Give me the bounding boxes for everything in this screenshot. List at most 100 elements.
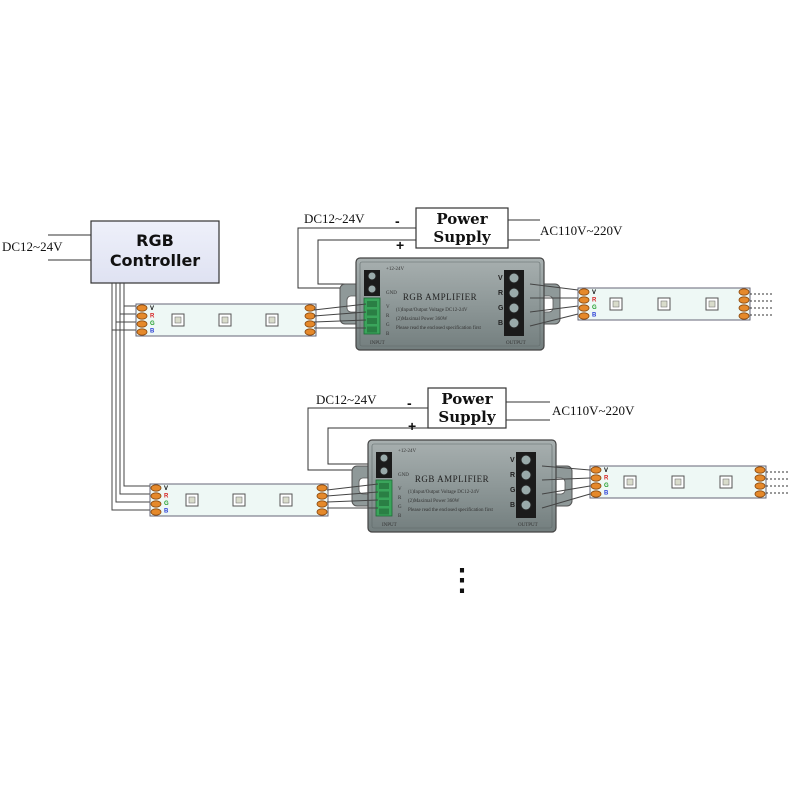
amp-2-input-signal-slot-2: [379, 500, 389, 506]
amp-1-label-output: OUTPUT: [506, 341, 526, 346]
continuation-dots: ⋮: [447, 564, 477, 597]
amp-2-output-screw-0: [520, 454, 532, 466]
psu1-plus: +: [396, 237, 404, 253]
connector-pad-strip-2-l-0: [578, 288, 590, 296]
connector-pad-strip-2-r-0: [738, 288, 750, 296]
amp-1-input-power-screw-1: [367, 284, 377, 294]
amp-2-input-signal-slot-1: [379, 491, 389, 498]
connector-pad-strip-2-r-3: [738, 312, 750, 320]
controller-title-line2: Controller: [110, 251, 200, 270]
controller-output-bus: [111, 283, 150, 511]
amp-2-label-voltage: +12-24V: [398, 449, 416, 454]
psu2-plus: +: [408, 418, 416, 434]
connector-pad-strip-4-r-2: [754, 482, 766, 490]
amp-1-bezel: [359, 261, 541, 347]
amp-2-in-channel-G: G: [398, 505, 402, 510]
amp-1-out-channel-V: V: [498, 275, 503, 282]
amp-2-bezel: [371, 443, 553, 529]
amp-2-spec2: (2)Maximal Power 360W: [408, 499, 460, 504]
strip-1-channel-B: B: [150, 329, 155, 335]
amp-1-input-signal-slot-0: [367, 301, 377, 307]
amp-1-input-power-screw-0: [367, 271, 377, 281]
power-supply-1: Power Supply: [415, 207, 509, 249]
amp-1-label-input: INPUT: [370, 341, 385, 346]
psu2-minus: -: [407, 395, 412, 411]
amp-1-in-channel-R: R: [386, 314, 390, 319]
connector-pad-strip-2-l-1: [578, 296, 590, 304]
amp-2-spec1: (1)Input/Output Voltage DC12-24V: [408, 490, 480, 495]
amp-1-in-channel-B: B: [386, 332, 390, 337]
amp-1-out-channel-R: R: [498, 290, 503, 297]
strip-2-channel-G: G: [592, 305, 597, 311]
connector-pad-strip-2-r-2: [738, 304, 750, 312]
connector-pad-strip-3-l-1: [150, 492, 162, 500]
connector-pad-strip-3-l-0: [150, 484, 162, 492]
connector-pad-strip-4-l-2: [590, 482, 602, 490]
amp-2-in-channel-R: R: [398, 496, 402, 501]
amp-1-output-screw-0: [508, 272, 520, 284]
strip-3-led-core-2: [282, 496, 290, 504]
strip-1-led-core-0: [174, 316, 182, 324]
psu1-line2: Supply: [433, 228, 491, 246]
amp-1-title: RGB AMPLIFIER: [403, 292, 477, 302]
strip-3-body: [149, 483, 329, 517]
controller-input-label: DC12~24V: [2, 239, 63, 254]
strip-3-led-core-1: [235, 496, 243, 504]
amp-2-label-input: INPUT: [382, 523, 397, 528]
amp-1-input-signal-slot-3: [367, 326, 377, 333]
strip-1-channel-V: V: [150, 306, 154, 312]
strip-2-led-core-1: [660, 300, 668, 308]
psu1-ac-label: AC110V~220V: [540, 223, 623, 238]
strip-4-led-core-2: [722, 478, 730, 486]
strip-1-channel-G: G: [150, 321, 155, 327]
amp-2-in-channel-B: B: [398, 514, 402, 519]
connector-pad-strip-2-l-2: [578, 304, 590, 312]
amp-2-out-channel-V: V: [510, 457, 515, 464]
amp-1-output-screw-1: [508, 287, 520, 299]
strip-3-channel-B: B: [164, 509, 169, 515]
amp-2-output-screw-1: [520, 469, 532, 481]
strip-1-led-core-1: [221, 316, 229, 324]
connector-pad-strip-4-r-0: [754, 466, 766, 474]
strip-4-channel-R: R: [604, 476, 609, 482]
psu1-dc-label: DC12~24V: [304, 211, 365, 226]
strip-1-channel-R: R: [150, 314, 155, 320]
strip-2-channel-V: V: [592, 290, 596, 296]
strip-4-led-core-0: [626, 478, 634, 486]
amp-2-body: [367, 439, 557, 533]
connector-pad-strip-4-l-3: [590, 490, 602, 498]
amp-1-output-screw-2: [508, 302, 520, 314]
amp-2-label-output: OUTPUT: [518, 523, 538, 528]
strip-2-channel-R: R: [592, 298, 597, 304]
psu2-line2: Supply: [438, 408, 496, 426]
connector-pad-strip-3-r-3: [316, 508, 328, 516]
connector-pad-strip-2-l-3: [578, 312, 590, 320]
connector-pad-strip-1-r-2: [304, 320, 316, 328]
rgb-controller: RGB Controller: [90, 220, 220, 284]
amp-1-in-channel-V: V: [386, 305, 390, 310]
connector-pad-strip-1-r-3: [304, 328, 316, 336]
amp-2-input-power-screw-1: [379, 466, 389, 476]
connector-pad-strip-4-l-1: [590, 474, 602, 482]
strip-1-led-core-2: [268, 316, 276, 324]
amp-2-output-screw-3: [520, 499, 532, 511]
connector-pad-strip-3-l-2: [150, 500, 162, 508]
psu2-ac-label: AC110V~220V: [552, 403, 635, 418]
amp-1-out-channel-G: G: [498, 305, 504, 312]
power-supply-2: Power Supply: [427, 387, 507, 429]
amp-1-input-signal-slot-1: [367, 309, 377, 316]
amp-2-out-channel-R: R: [510, 472, 515, 479]
connector-pad-strip-1-l-0: [136, 304, 148, 312]
amp-2-input-signal-slot-3: [379, 508, 389, 515]
strip-3-channel-R: R: [164, 494, 169, 500]
psu1-line1: Power: [436, 210, 488, 228]
psu1-wiring: [297, 219, 540, 289]
amp-1-label-voltage: +12-24V: [386, 267, 404, 272]
strip-2-led-core-0: [612, 300, 620, 308]
controller-input: DC12~24V: [2, 234, 91, 261]
amp-1-spec1: (1)Input/Output Voltage DC12-24V: [396, 308, 468, 313]
connector-pad-strip-1-r-1: [304, 312, 316, 320]
